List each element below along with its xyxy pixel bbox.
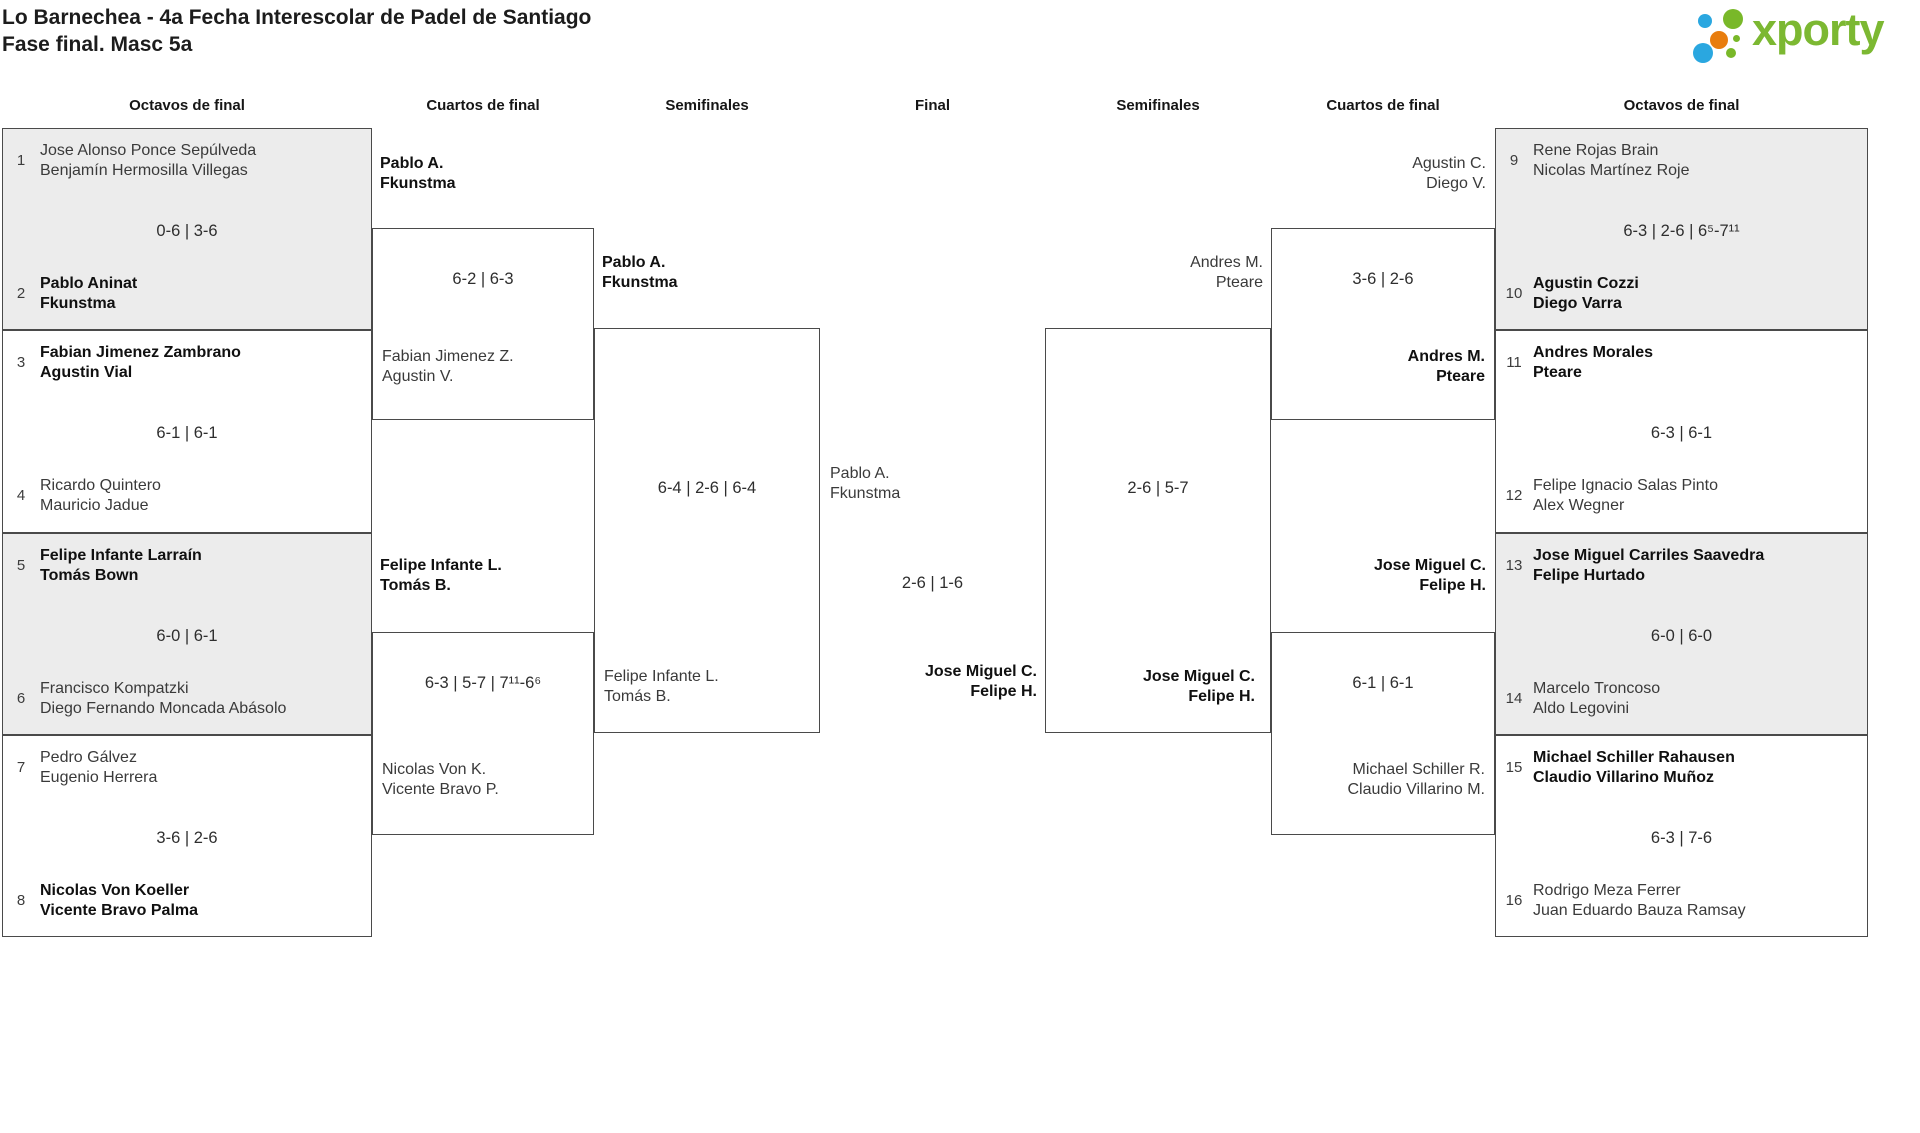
seed-number: 14 bbox=[1505, 690, 1523, 707]
seed-number: 9 bbox=[1509, 152, 1519, 169]
team-name: Agustin C.Diego V. bbox=[1412, 155, 1486, 192]
match-score: 2-6 | 5-7 bbox=[1127, 479, 1189, 497]
match-sf-1: 6-4 | 2-6 | 6-4 Felipe Infante L.Tomás B… bbox=[594, 328, 820, 733]
match-qf-1: 6-2 | 6-3 Fabian Jimenez Z.Agustin V. bbox=[372, 228, 594, 420]
team-name: Fabian Jimenez Z.Agustin V. bbox=[382, 348, 514, 385]
match-score: 6-0 | 6-0 bbox=[1650, 627, 1713, 645]
team-name: Andres M.Pteare bbox=[1407, 348, 1485, 385]
seed-number: 11 bbox=[1506, 354, 1522, 371]
team-name: Pablo A.Fkunstma bbox=[380, 155, 456, 192]
logo-text: xporty bbox=[1752, 4, 1885, 55]
round-header-cuartos-left: Cuartos de final bbox=[426, 97, 540, 114]
team-name: Nicolas Von K.Vicente Bravo P. bbox=[382, 761, 499, 798]
match-score: 6-1 | 6-1 bbox=[156, 424, 218, 442]
seed-number: 12 bbox=[1505, 487, 1523, 504]
logo-dot-green-small bbox=[1726, 48, 1736, 58]
team-name: Pablo A.Fkunstma bbox=[830, 465, 901, 502]
team-name: Felipe Infante L.Tomás B. bbox=[380, 557, 502, 594]
team-name: Michael Schiller R.Claudio Villarino M. bbox=[1347, 761, 1485, 798]
match-score: 6-3 | 2-6 | 6⁵-7¹¹ bbox=[1623, 222, 1740, 240]
round-header-octavos-left: Octavos de final bbox=[129, 97, 245, 114]
round-header-cuartos-right: Cuartos de final bbox=[1326, 97, 1440, 114]
match-score: 3-6 | 2-6 bbox=[156, 829, 218, 847]
match-score: 6-3 | 7-6 bbox=[1650, 829, 1713, 847]
match-qf-4: 6-1 | 6-1 Michael Schiller R.Claudio Vil… bbox=[1271, 632, 1495, 835]
logo-dot-blue-small bbox=[1698, 14, 1712, 28]
team-name: Andres M.Pteare bbox=[1190, 254, 1263, 291]
seed-number: 2 bbox=[16, 285, 26, 302]
match-score: 6-2 | 6-3 bbox=[452, 270, 514, 288]
logo-dot-blue-large bbox=[1693, 43, 1713, 63]
round-header-semis-right: Semifinales bbox=[1116, 97, 1200, 114]
round-header-final: Final bbox=[914, 97, 950, 114]
match-score: 0-6 | 3-6 bbox=[156, 222, 218, 240]
seed-number: 8 bbox=[16, 892, 26, 909]
team-name: Pablo A.Fkunstma bbox=[602, 254, 678, 291]
seed-number: 15 bbox=[1505, 759, 1523, 776]
category-subtitle: Fase final. Masc 5a bbox=[2, 33, 193, 56]
seed-number: 7 bbox=[16, 759, 26, 776]
logo-dot-green-large bbox=[1723, 9, 1743, 29]
seed-number: 4 bbox=[16, 487, 26, 504]
xporty-logo[interactable]: xporty bbox=[1690, 4, 1918, 70]
match-score: 6-4 | 2-6 | 6-4 bbox=[657, 479, 757, 497]
seed-number: 10 bbox=[1505, 285, 1523, 302]
team-name: Jose Miguel C.Felipe H. bbox=[1142, 668, 1255, 705]
match-score: 6-0 | 6-1 bbox=[156, 627, 218, 645]
round-header-octavos-right: Octavos de final bbox=[1623, 97, 1740, 114]
seed-number: 16 bbox=[1505, 892, 1523, 909]
seed-number: 1 bbox=[16, 152, 26, 169]
match-sf-2: 2-6 | 5-7 Jose Miguel C.Felipe H. bbox=[1045, 328, 1271, 733]
match-score: 6-3 | 6-1 bbox=[1650, 424, 1713, 442]
match-score: 3-6 | 2-6 bbox=[1352, 270, 1414, 288]
seed-number: 13 bbox=[1505, 557, 1523, 574]
round-header-semis-left: Semifinales bbox=[665, 97, 749, 114]
match-qf-2: 6-3 | 5-7 | 7¹¹-6⁶ Nicolas Von K.Vicente… bbox=[372, 632, 594, 835]
logo-dot-orange bbox=[1710, 31, 1728, 49]
seed-number: 3 bbox=[16, 354, 26, 371]
logo-dot-green-tiny bbox=[1733, 35, 1740, 42]
seed-number: 6 bbox=[16, 690, 26, 707]
match-score: 2-6 | 1-6 bbox=[901, 574, 964, 592]
match-score: 6-1 | 6-1 bbox=[1352, 674, 1414, 692]
team-name: Felipe Infante L.Tomás B. bbox=[604, 668, 719, 705]
team-name: Jose Miguel C.Felipe H. bbox=[924, 663, 1037, 700]
match-score: 6-3 | 5-7 | 7¹¹-6⁶ bbox=[424, 674, 542, 692]
seed-number: 5 bbox=[16, 557, 26, 574]
team-name: Jose Miguel C.Felipe H. bbox=[1373, 557, 1486, 594]
match-qf-3: 3-6 | 2-6 Andres M.Pteare bbox=[1271, 228, 1495, 420]
tournament-title: Lo Barnechea - 4a Fecha Interescolar de … bbox=[2, 6, 592, 29]
